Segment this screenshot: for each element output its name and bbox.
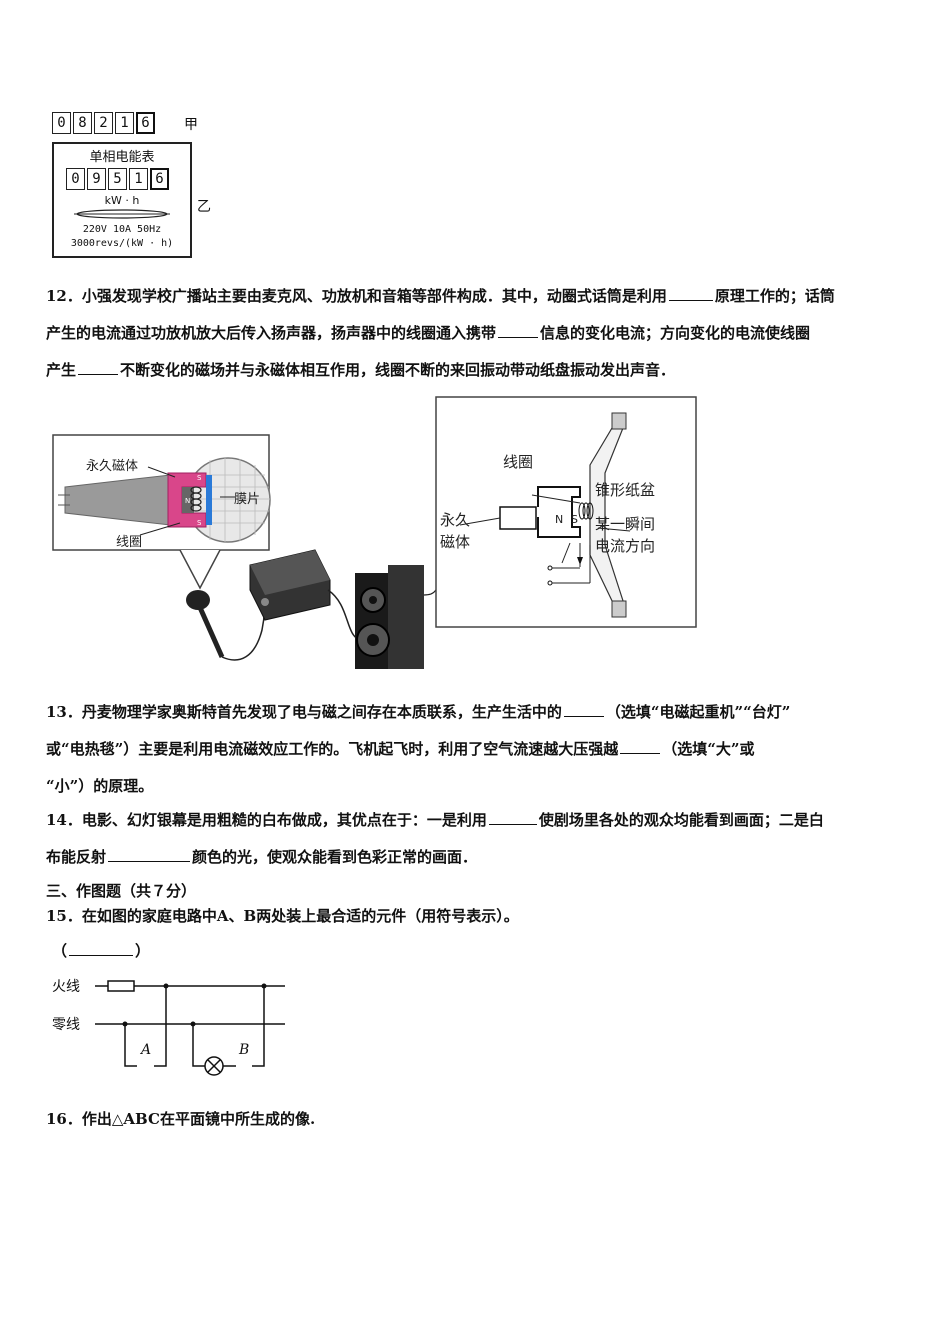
speaker-cone-label: 锥形纸盆 bbox=[595, 481, 656, 499]
meter-unit: kW · h bbox=[104, 194, 140, 207]
q12-text: 不断变化的磁场并与永磁体相互作用，线圈不断的来回振动带动纸盘振动发出声音． bbox=[120, 361, 676, 379]
meter-bottom-label: 乙 bbox=[197, 199, 211, 215]
q12-text: 原理工作的；话筒 bbox=[714, 287, 835, 305]
pole-n-label: N bbox=[555, 513, 564, 526]
q13-line: 13．丹麦物理学家奥斯特首先发现了电与磁之间存在本质联系，生产生活中的 （选填“电… bbox=[46, 694, 916, 731]
question-13: 13．丹麦物理学家奥斯特首先发现了电与磁之间存在本质联系，生产生活中的 （选填“电… bbox=[46, 694, 916, 805]
q14-line: 布能反射 颜色的光，使观众能看到色彩正常的画面． bbox=[46, 839, 916, 876]
meter-bottom-digit: 0 bbox=[66, 168, 85, 190]
q13-text: 或“电热毯”）主要是利用电流磁效应工作的。飞机起飞时，利用了空气流速越大压强越 bbox=[46, 740, 619, 758]
circuit-figure: 火线 零线 A B bbox=[50, 970, 300, 1082]
broadcast-diagram: S S N bbox=[52, 396, 697, 669]
q12-text: 12．小强发现学校广播站主要由麦克风、功放机和音箱等部件构成．其中，动圈式话筒是… bbox=[46, 287, 667, 305]
answer-blank[interactable] bbox=[668, 299, 713, 301]
answer-blank[interactable] bbox=[620, 752, 661, 754]
q12-line: 12．小强发现学校广播站主要由麦克风、功放机和音箱等部件构成．其中，动圈式话筒是… bbox=[46, 278, 916, 315]
q13-line: “小”）的原理。 bbox=[46, 777, 154, 795]
q15-answer: （） bbox=[52, 940, 150, 962]
question-14: 14．电影、幻灯银幕是用粗糙的白布做成，其优点在于：一是利用 使剧场里各处的观众均… bbox=[46, 802, 916, 876]
question-15: 15．在如图的家庭电路中A、B两处装上最合适的元件（用符号表示）。 bbox=[46, 907, 519, 925]
svg-text:S: S bbox=[197, 519, 202, 527]
q12-text: 产生的电流通过功放机放大后传入扬声器，扬声器中的线圈通入携带 bbox=[46, 324, 497, 342]
speaker-current-label: 某一瞬间 bbox=[595, 515, 656, 533]
speaker-magnet-label: 永久 bbox=[440, 511, 471, 529]
meter-spec: 3000revs/(kW · h) bbox=[70, 238, 174, 249]
slot-a-label: A bbox=[141, 1042, 152, 1058]
mic-coil-label: 线圈 bbox=[116, 535, 143, 550]
answer-blank[interactable] bbox=[498, 336, 539, 338]
meter-bottom-digit: 6 bbox=[150, 168, 169, 190]
q13-text: （选填“大”或 bbox=[662, 740, 755, 758]
q14-text: 14．电影、幻灯银幕是用粗糙的白布做成，其优点在于：一是利用 bbox=[46, 811, 487, 829]
svg-text:N: N bbox=[185, 497, 190, 505]
paren: ） bbox=[135, 942, 151, 960]
answer-blank[interactable] bbox=[69, 954, 134, 956]
svg-text:S: S bbox=[197, 474, 202, 482]
meter-top-digit: 1 bbox=[115, 112, 134, 134]
live-wire-label: 火线 bbox=[52, 979, 80, 995]
section-heading: 三、作图题（共７分） bbox=[46, 882, 197, 900]
answer-blank[interactable] bbox=[563, 715, 604, 717]
neutral-wire-label: 零线 bbox=[52, 1017, 80, 1033]
speaker-current-label: 电流方向 bbox=[595, 537, 656, 555]
meter-top-digit: 6 bbox=[136, 112, 155, 134]
meter-title: 单相电能表 bbox=[89, 150, 155, 165]
q14-line: 14．电影、幻灯银幕是用粗糙的白布做成，其优点在于：一是利用 使剧场里各处的观众均… bbox=[46, 802, 916, 839]
q13-line: 或“电热毯”）主要是利用电流磁效应工作的。飞机起飞时，利用了空气流速越大压强越 （… bbox=[46, 731, 916, 768]
question-16: 16．作出△ABC在平面镜中所生成的像. bbox=[46, 1110, 316, 1128]
slot-b-label: B bbox=[239, 1042, 250, 1058]
q12-line: 产生 不断变化的磁场并与永磁体相互作用，线圈不断的来回振动带动纸盘振动发出声音． bbox=[46, 352, 916, 389]
q14-text: 颜色的光，使观众能看到色彩正常的画面． bbox=[192, 848, 478, 866]
speaker-coil-label: 线圈 bbox=[503, 453, 534, 471]
meter-top-label: 甲 bbox=[184, 117, 198, 133]
answer-blank[interactable] bbox=[78, 373, 119, 375]
speaker-magnet-label: 磁体 bbox=[440, 533, 471, 551]
meter-top-digit: 2 bbox=[94, 112, 113, 134]
circuit-diagram bbox=[95, 980, 285, 1076]
meter-disc-icon bbox=[74, 209, 170, 219]
meter-spec: 220V 10A 50Hz bbox=[82, 224, 162, 235]
mic-diaphragm-label: 膜片 bbox=[234, 492, 261, 507]
pole-s-label: S bbox=[571, 513, 578, 526]
q14-text: 使剧场里各处的观众均能看到画面；二是白 bbox=[538, 811, 824, 829]
meter-top-digit: 8 bbox=[73, 112, 92, 134]
meter-bottom-digit: 5 bbox=[108, 168, 127, 190]
question-12: 12．小强发现学校广播站主要由麦克风、功放机和音箱等部件构成．其中，动圈式话筒是… bbox=[46, 278, 916, 389]
answer-blank[interactable] bbox=[108, 860, 191, 862]
q13-text: 13．丹麦物理学家奥斯特首先发现了电与磁之间存在本质联系，生产生活中的 bbox=[46, 703, 562, 721]
broadcast-figure: S S N bbox=[50, 395, 700, 675]
meter-bottom-digit: 1 bbox=[129, 168, 148, 190]
answer-blank[interactable] bbox=[488, 823, 537, 825]
q12-text: 信息的变化电流；方向变化的电流使线圈 bbox=[540, 324, 811, 342]
q12-text: 产生 bbox=[46, 361, 77, 379]
q13-text: （选填“电磁起重机”“台灯” bbox=[605, 703, 791, 721]
paren: （ bbox=[52, 942, 68, 960]
meter-bottom-digit: 9 bbox=[87, 168, 106, 190]
mic-magnet-label: 永久磁体 bbox=[86, 459, 139, 474]
q12-line: 产生的电流通过功放机放大后传入扬声器，扬声器中的线圈通入携带 信息的变化电流；方向… bbox=[46, 315, 916, 352]
q14-text: 布能反射 bbox=[46, 848, 107, 866]
meter-top-digit: 0 bbox=[52, 112, 71, 134]
